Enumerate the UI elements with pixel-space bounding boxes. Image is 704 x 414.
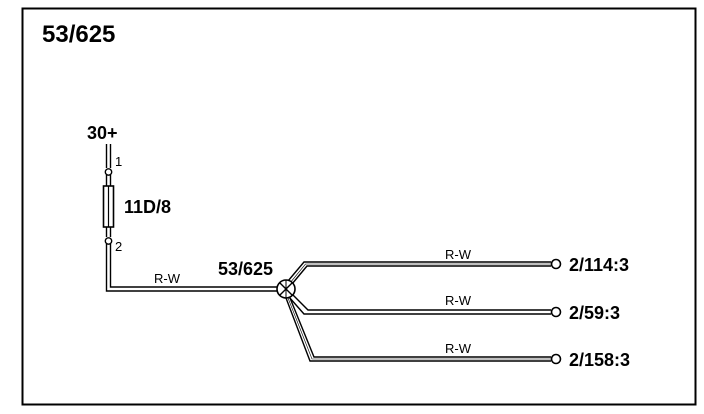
terminal-label-3: 2/158:3 [569,350,630,370]
terminal-label-2: 2/59:3 [569,303,620,323]
branch-wire-3 [285,297,551,362]
branch-wire-label-3: R-W [445,341,472,356]
branch-wire-label-1: R-W [445,247,472,262]
fuse-pin-2-connector [104,237,113,245]
fuse-label: 11D/8 [124,197,171,217]
feed-wire-label: R-W [154,271,181,286]
fuse-lead-top [105,175,112,186]
terminal-connector-3 [550,353,562,365]
supply-label: 30+ [87,123,118,143]
fuse-lead-bottom [105,227,112,237]
terminal-label-1: 2/114:3 [569,255,629,275]
terminal-connector-2 [550,306,562,318]
branch-wire-2 [288,293,551,315]
fuse-pin-2-label: 2 [115,239,122,254]
fuse-symbol [102,185,115,228]
fuse-pin-1-connector [104,168,113,176]
feed-wire [105,244,278,292]
branch-wire-label-2: R-W [445,293,472,308]
fuse-pin-1-label: 1 [115,154,122,169]
diagram-border [21,7,697,406]
splice-label: 53/625 [218,259,273,279]
terminal-connector-1 [550,258,562,270]
supply-wire [105,144,112,168]
diagram-title: 53/625 [42,21,115,48]
branch-wire-1 [287,261,551,285]
splice-node [276,279,296,299]
